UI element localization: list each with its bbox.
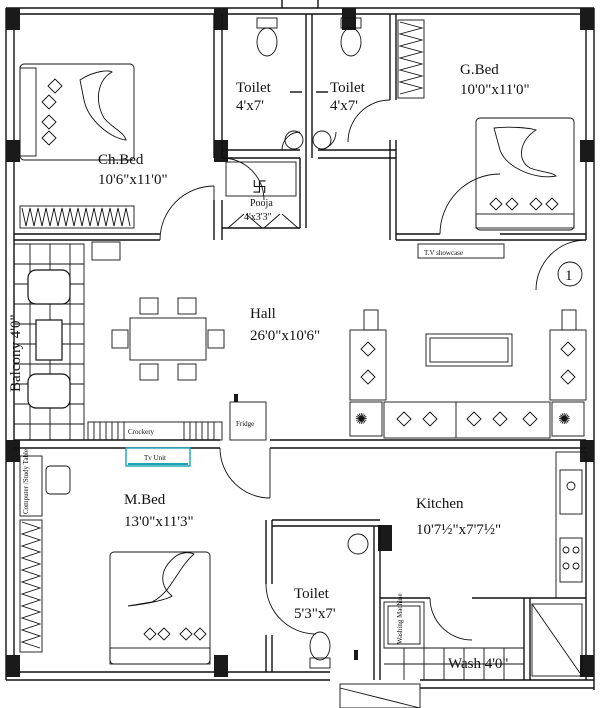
sofa-right <box>549 329 587 401</box>
sofa-left <box>349 329 387 401</box>
kitchen-size: 10'7½"x7'7½" <box>416 522 501 538</box>
g-bed-name: G.Bed <box>460 62 499 78</box>
hall: Crockery Fridge ✺ ✺ 1 Hall 26'0"x10'6" <box>87 241 587 441</box>
crockery-label: Crockery <box>128 428 155 436</box>
toilet-right-basin-icon <box>312 130 332 150</box>
ch-bed-name: Ch.Bed <box>98 152 144 168</box>
tv-showcase-label: T.V showcase <box>424 249 463 257</box>
m-bed-room: Tv Unit Computer /Study Table M.Bed 13'0… <box>19 447 211 665</box>
balcony-chair-bottom <box>27 373 71 409</box>
kitchen: Kitchen 10'7½"x7'7½" <box>416 451 587 599</box>
balcony-name: Balcony 4'0" <box>8 314 24 392</box>
m-bed-bed <box>109 551 211 665</box>
washing-machine <box>383 601 425 649</box>
bottom-toilet-basin-icon <box>347 533 369 555</box>
toilet-left-size: 4'x7' <box>236 98 264 114</box>
sofa-bottom <box>383 401 551 439</box>
computer-table-label: Computer /Study Table <box>22 449 30 514</box>
plant-right-icon: ✺ <box>558 412 571 428</box>
bottom-toilet-wc-icon <box>309 631 331 661</box>
g-bed-wardrobe <box>397 19 425 99</box>
balcony-chair-top <box>27 269 71 305</box>
coffee-table <box>425 333 513 367</box>
computer-table <box>19 455 43 517</box>
toilet-left-basin-icon <box>284 130 304 150</box>
tv-unit-label: Tv Unit <box>144 454 166 462</box>
bottom-toilet-size: 5'3"x7' <box>294 606 336 622</box>
balcony-table <box>35 319 63 361</box>
ch-bed-room: Ch.Bed 10'6"x11'0" <box>19 63 168 229</box>
plant-left-icon: ✺ <box>355 412 368 428</box>
wash-area: Washing Machine Wash 4'0" <box>383 593 583 680</box>
m-bed-pillow-icon <box>127 552 195 607</box>
m-bed-name: M.Bed <box>124 492 166 508</box>
kitchen-stove <box>559 537 583 583</box>
columns <box>6 8 594 677</box>
tv-showcase <box>417 243 505 259</box>
kitchen-sink <box>559 469 583 515</box>
g-bed-size: 10'0"x11'0" <box>460 82 530 98</box>
fridge-label: Fridge <box>236 420 254 428</box>
toilet-right-wc-icon <box>340 27 362 57</box>
crockery-unit <box>87 421 223 441</box>
swastika-icon: 卐 <box>252 179 267 196</box>
kitchen-name: Kitchen <box>416 496 464 512</box>
interior-walls <box>14 14 586 680</box>
ch-bed-pillow-icon <box>79 70 127 141</box>
utility-duct <box>531 603 583 677</box>
bottom-toilet-name: Toilet <box>294 586 330 602</box>
pooja-room: 卐 Pooja 4'x3'3" <box>225 161 297 223</box>
m-bed-size: 13'0"x11'3" <box>124 514 194 530</box>
hall-size: 26'0"x10'6" <box>250 328 320 344</box>
kitchen-counter <box>555 451 587 599</box>
g-bed-room: T.V showcase G.Bed 10'0"x11'0" <box>397 19 575 259</box>
washing-machine-label: Washing Machine <box>396 593 404 644</box>
pooja-size: 4'x3'3" <box>244 212 272 223</box>
section-marker <box>557 261 583 287</box>
m-bed-wardrobe <box>19 519 43 653</box>
g-bed-bed <box>475 117 575 231</box>
top-toilets: Toilet 4'x7' Toilet 4'x7' <box>236 17 366 150</box>
toilet-left-name: Toilet <box>236 80 272 96</box>
fridge <box>229 401 267 441</box>
g-bed-pillow-icon <box>493 126 557 178</box>
toilet-left-wc-icon <box>256 27 278 57</box>
tv-unit <box>125 447 191 467</box>
section-marker-label: 1 <box>565 268 573 284</box>
dining-table <box>129 317 207 361</box>
balcony: Balcony 4'0" <box>8 243 85 441</box>
toilet-right-name: Toilet <box>330 80 366 96</box>
bottom-toilet: Toilet 5'3"x7' <box>294 533 369 669</box>
ch-bed-bed <box>19 63 135 161</box>
hall-name: Hall <box>250 306 276 322</box>
wash-name: Wash 4'0" <box>448 656 509 672</box>
pooja-name: Pooja <box>250 198 273 209</box>
door-swings <box>159 99 587 641</box>
ch-bed-size: 10'6"x11'0" <box>98 172 168 188</box>
toilet-right-size: 4'x7' <box>330 98 358 114</box>
ch-bed-wardrobe <box>19 205 135 229</box>
